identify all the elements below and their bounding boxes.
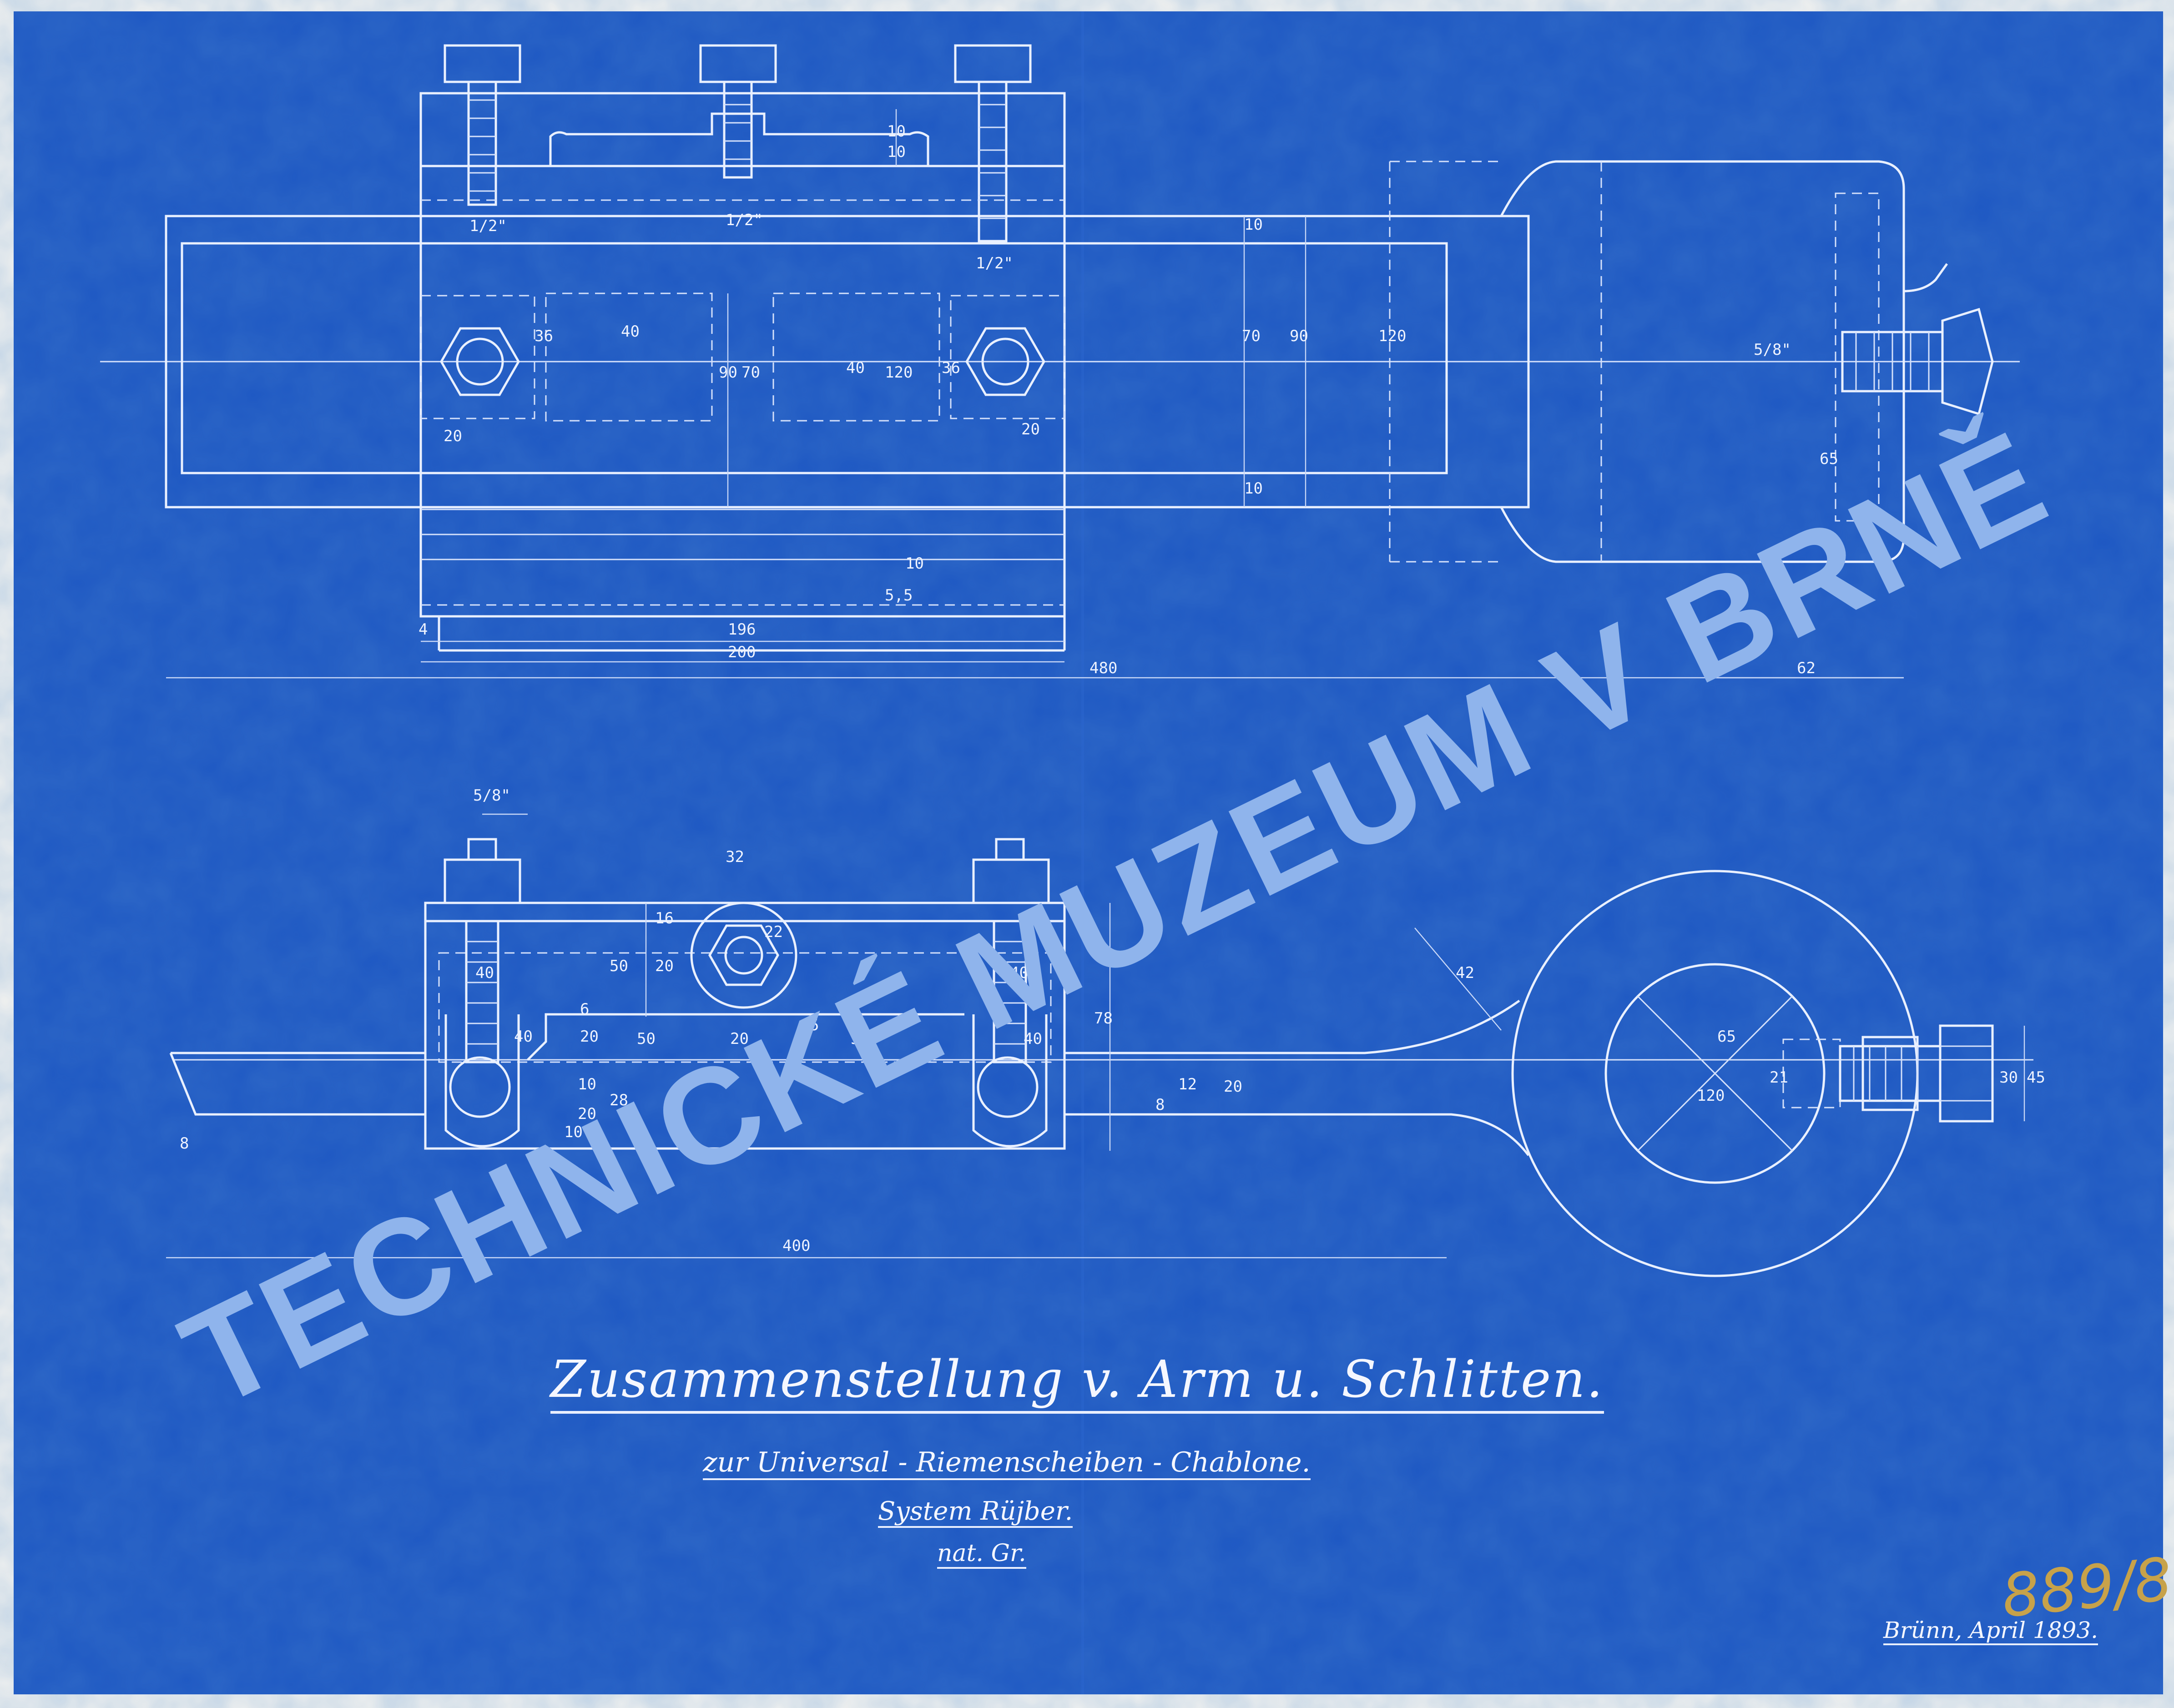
hex-nut-right (965, 327, 1045, 396)
arm-bar-right (1064, 999, 1529, 1156)
top-view: 1/2" 1/2" 1/2" 10 10 10 36 40 90 70 40 1… (100, 44, 2020, 679)
dim-label: 40 (621, 322, 640, 341)
pin-hole-left (449, 1056, 511, 1118)
dim-label: 90 (1290, 327, 1308, 345)
side-bolt-left (444, 838, 521, 1063)
dim-label: 120 (1697, 1087, 1725, 1105)
dim-label: 120 (1378, 327, 1406, 345)
top-bolt-left (444, 44, 521, 206)
arm-head (1500, 160, 1905, 563)
dim-label: 78 (1094, 1009, 1113, 1028)
clamp-screw-head (1939, 1024, 1994, 1123)
dim-label: 70 (1242, 327, 1261, 345)
dim-label: 4 (419, 620, 428, 639)
dim-label: 10 (887, 122, 906, 141)
dim-label: 45 (2027, 1068, 2045, 1087)
dim-label: 36 (535, 327, 553, 345)
dim-label: 62 (1797, 659, 1816, 677)
dim-label: 196 (728, 620, 756, 639)
dim-label: 90 (719, 363, 737, 382)
dim-label: 5 (810, 1016, 819, 1034)
dim-label: 20 (655, 957, 674, 975)
dim-label: 10 (564, 1123, 583, 1141)
dim-label: 5,5 (885, 586, 913, 605)
dim-label: 10 (1244, 216, 1263, 234)
dim-label: 8 (1155, 1096, 1165, 1114)
dim-label: 50 (610, 957, 628, 975)
dim-label: 36 (942, 359, 960, 377)
ear-right (972, 1014, 1048, 1148)
dim-label: 40 (1024, 1030, 1042, 1048)
center-nut (708, 924, 779, 986)
ear-left (444, 1014, 520, 1148)
dim-label: 10 (578, 1075, 596, 1093)
center-nut-washer (690, 902, 797, 1009)
dim-label: 12 (1178, 1075, 1197, 1093)
dim-label: 1/2" (976, 254, 1013, 272)
arm-inner (181, 242, 1448, 474)
side-bolt-head (1941, 307, 1994, 416)
dim-label: 400 (782, 1237, 810, 1255)
dim-label: 42 (1456, 964, 1474, 982)
dim-label: 40 (1010, 964, 1029, 982)
dim-label: 480 (1090, 659, 1117, 677)
drawing-title: Zusammenstellung v. Arm u. Schlitten. (550, 1350, 1604, 1414)
dim-label: 1/2" (469, 217, 507, 235)
dim-label: 16 (655, 909, 674, 927)
dim-label: 120 (885, 363, 913, 382)
dim-label: 10 (905, 554, 924, 573)
pin-hole-right (977, 1056, 1039, 1118)
dim-label: 30 (1999, 1068, 2018, 1087)
dim-label: 5/8" (1754, 341, 1791, 359)
hex-nut-left (440, 327, 520, 396)
dim-label: 6 (580, 1000, 589, 1018)
top-bolt-right (954, 44, 1032, 242)
dim-label: 5/8" (473, 786, 510, 805)
dim-label: 32 (726, 848, 744, 866)
drawing-subtitle: zur Universal - Riemenscheiben - Chablon… (703, 1446, 1311, 1480)
dim-label: 40 (846, 359, 865, 377)
place-date: Brünn, April 1893. (1883, 1617, 2098, 1645)
dim-label: 50 (851, 1030, 869, 1048)
arm-outer (165, 215, 1530, 509)
dim-label: 22 (764, 923, 783, 941)
top-bolt-middle (699, 44, 777, 179)
dim-label: 20 (1021, 420, 1040, 438)
ring-inner (1604, 963, 1826, 1184)
dim-label: 200 (728, 643, 756, 661)
arm-bar-left (169, 1052, 425, 1116)
side-view: 5/8" 32 16 22 50 20 40 40 40 6 20 50 20 … (166, 786, 2045, 1277)
dim-label: 10 (887, 143, 906, 161)
dim-label: 50 (637, 1030, 656, 1048)
dim-label: 20 (730, 1030, 749, 1048)
dim-label: 20 (578, 1105, 596, 1123)
dim-label: 70 (741, 363, 760, 382)
dim-label: 20 (580, 1028, 599, 1046)
paper-texture (14, 11, 2163, 1694)
dim-label: 1/2" (726, 211, 763, 229)
drawing-system: System Rüjber. (878, 1496, 1073, 1528)
drawing-scale: nat. Gr. (937, 1540, 1026, 1569)
dim-label: 10 (1244, 479, 1263, 498)
side-bolt-right (972, 838, 1050, 1063)
dim-label: 40 (475, 964, 494, 982)
dim-label: 40 (514, 1028, 533, 1046)
dim-label: 20 (1224, 1078, 1242, 1096)
dim-label: 65 (1717, 1028, 1736, 1046)
dim-label: 28 (610, 1091, 628, 1109)
dim-label: 8 (180, 1134, 189, 1153)
dim-label: 21 (1770, 1068, 1788, 1087)
dim-label: 20 (444, 427, 462, 445)
dim-label: 65 (1820, 450, 1838, 468)
